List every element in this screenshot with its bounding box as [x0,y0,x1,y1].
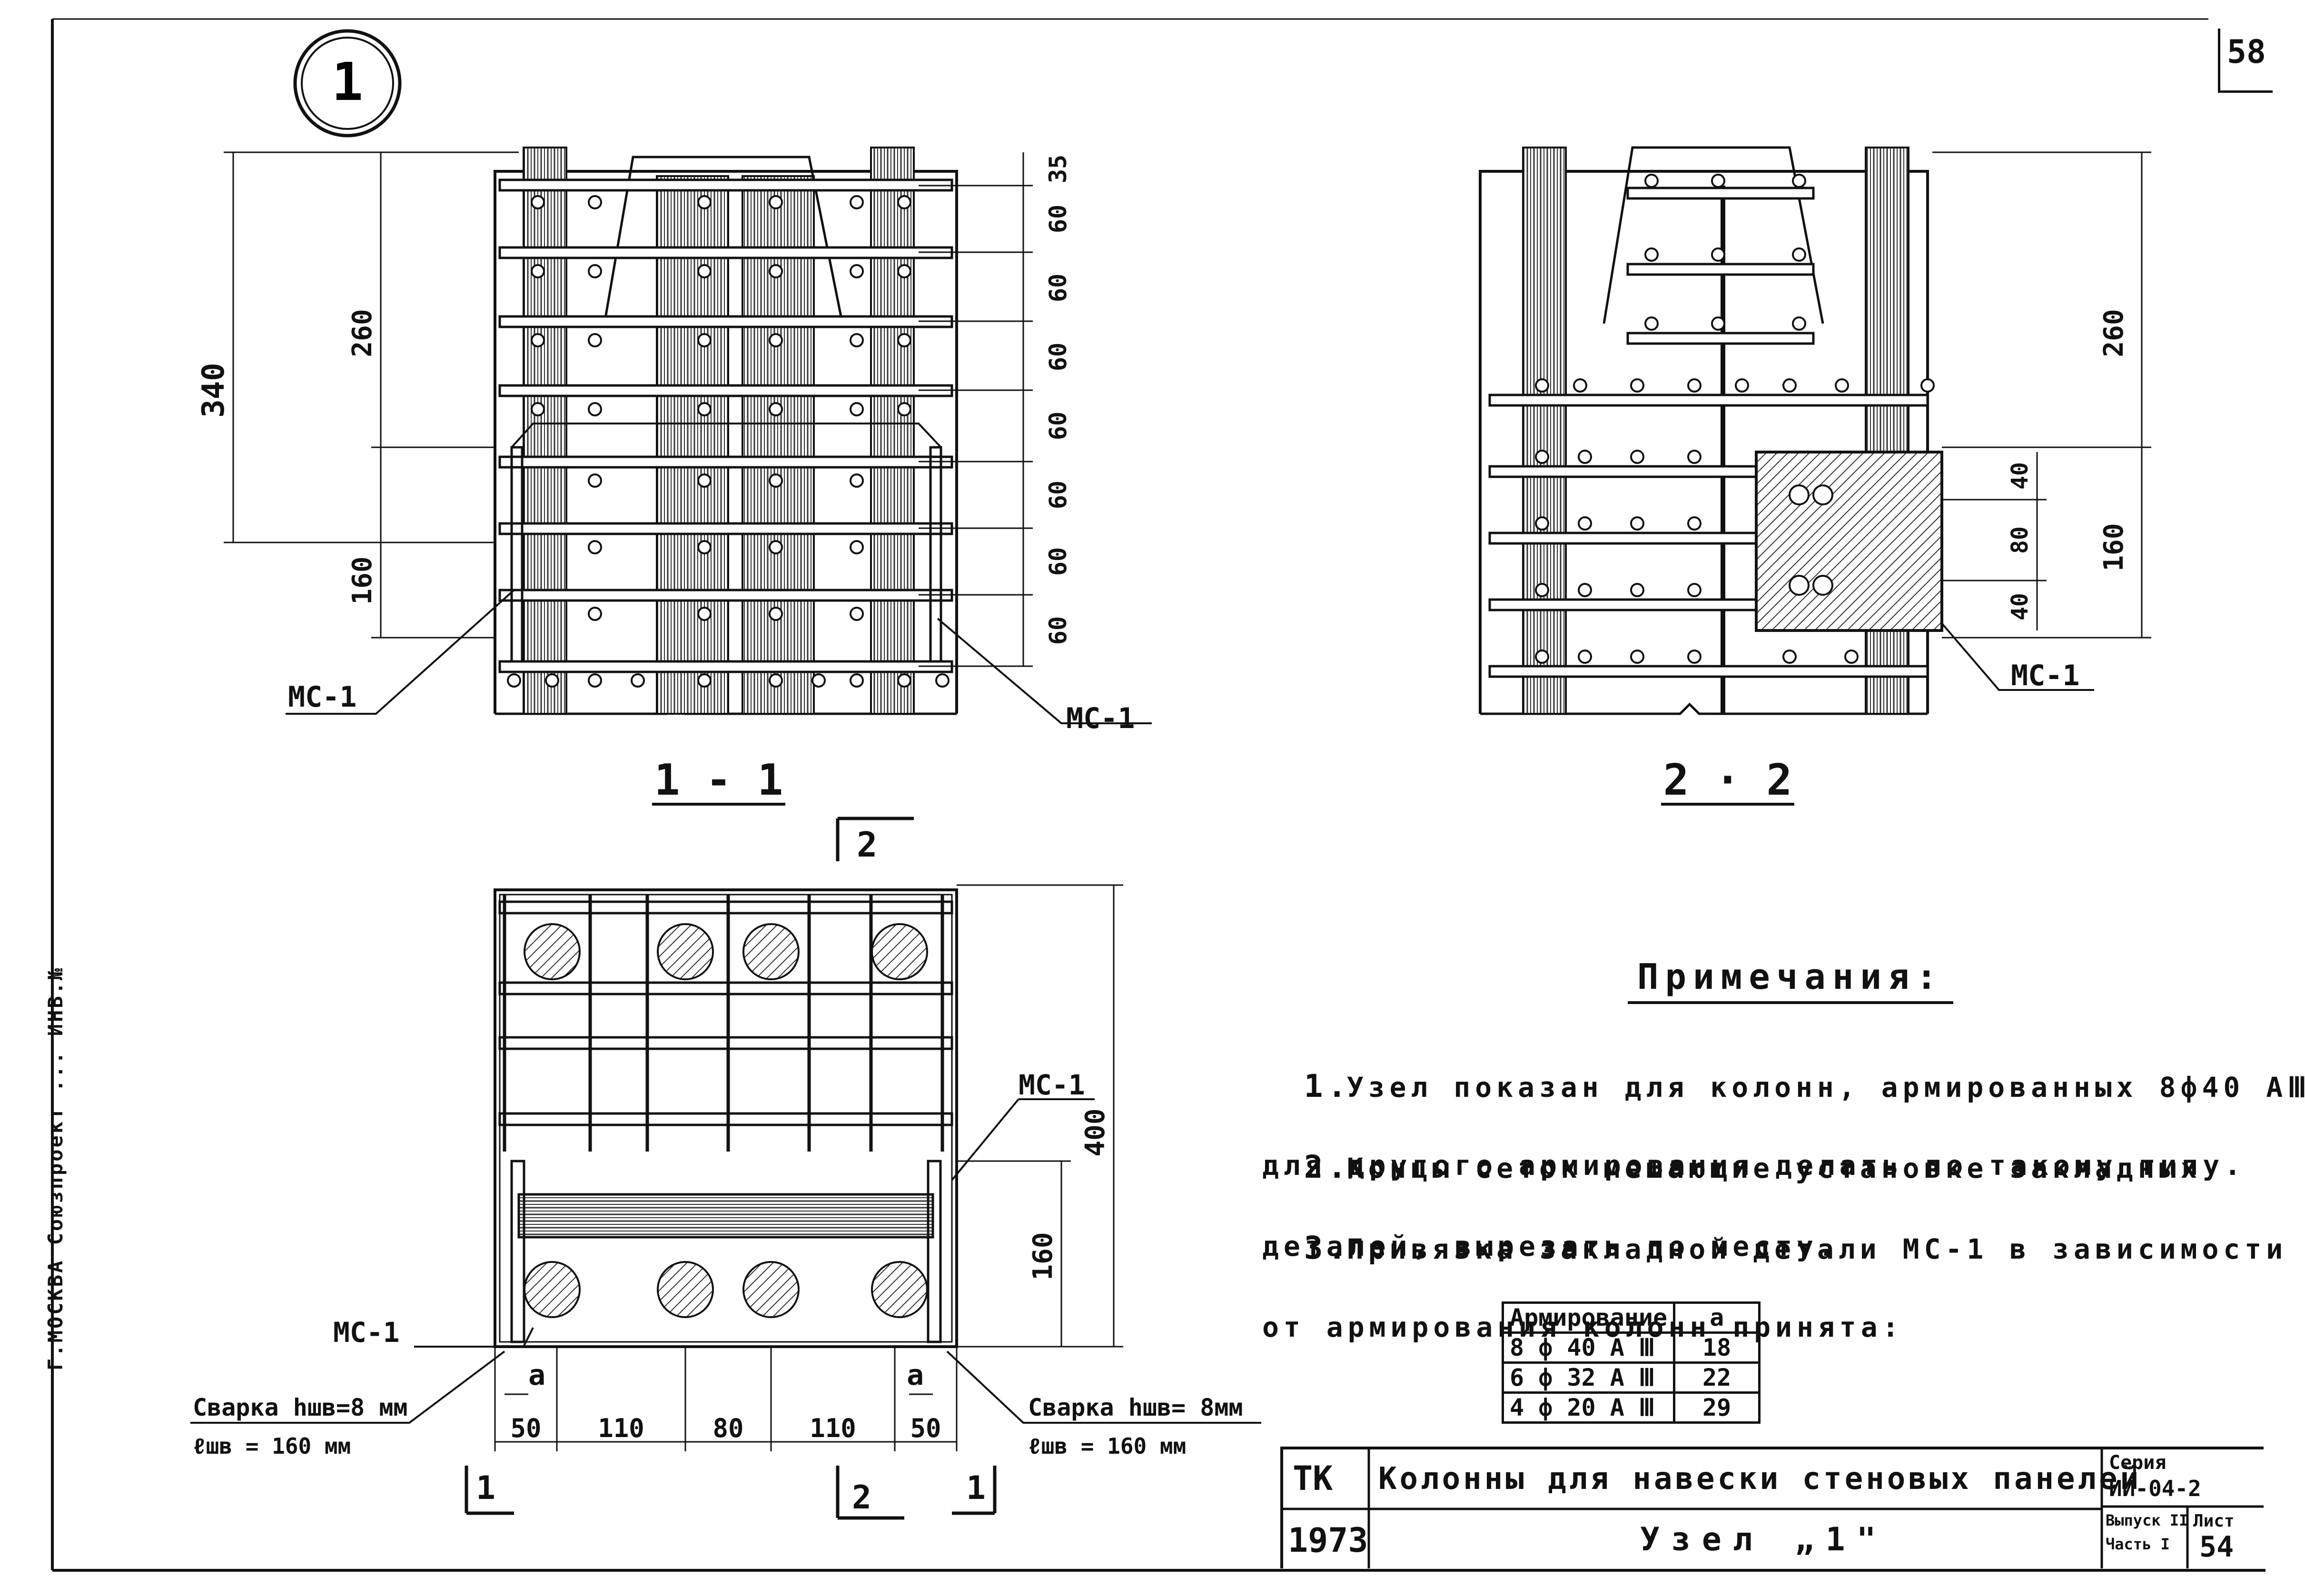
cut-mark-top: 2 [857,825,877,865]
callout-mc1-right: МС-1 [1066,702,1135,735]
dim-400: 400 [1080,1108,1111,1156]
dim-right-5: 60 [1044,481,1072,509]
tb-year: 1973 [1288,1521,1368,1560]
bottom-dim-4: 50 [910,1413,941,1443]
callout-mc1-plan-top: МС-1 [1019,1069,1085,1101]
sheet-frame [51,18,2265,1572]
dim-right-3: 60 [1044,343,1072,371]
section-1-1-label: 1 - 1 [654,755,783,805]
title-block: ТК 1973 Колонны для навески стеновых пан… [1280,1447,2264,1568]
tb-series-value: ИИ-04-2 [2109,1476,2201,1501]
bottom-dim-3: 110 [810,1413,856,1443]
note-3-line1: Привязка закладной детали МС-1 в зависим… [1346,1233,2288,1265]
section-1-1-dimensions [224,151,1033,667]
note-1-num: 1. [1304,1068,1352,1104]
node-marker: 1 [293,29,402,138]
weld-right-2: ℓшв = 160 мм [1028,1433,1186,1459]
a-right: a [907,1359,924,1392]
rebar-table-header: Армирование a [1501,1301,1761,1334]
dim-260: 260 [347,309,378,357]
rebar-cell: 8 ф 40 А Ⅲ [1501,1331,1676,1364]
rebar-cell: 4 ф 20 А Ⅲ [1501,1391,1676,1424]
notes-title: Примечания: [1628,956,1954,1004]
callout-mc1-plan-left: МС-1 [333,1316,400,1349]
note-1-line1: Узел показан для колонн, армированных 8ф… [1346,1071,2305,1103]
tb-code: ТК [1293,1459,1333,1498]
dim-260-s2: 260 [2098,309,2129,357]
tb-sheet-label: Лист [2193,1511,2235,1531]
dim-40-bottom: 40 [2007,593,2033,621]
note-2-num: 2. [1304,1149,1352,1185]
cut-mark-bottom-left: 1 [476,1469,495,1507]
table-row: 6 ф 32 А Ⅲ 22 [1501,1361,1761,1394]
section-1-1-texts: 340 260 160 35 60 60 60 60 60 60 60 МС-1… [196,155,1135,805]
section-2-2-label: 2 · 2 [1663,755,1792,805]
note-3-num: 3. [1304,1230,1352,1266]
vertical-bars [523,147,915,715]
dim-right-6: 60 [1044,547,1072,576]
note-2-line2: деталей, вырезать по месту. [1262,1230,1840,1262]
section-2-2-rebar-dots [1535,174,1935,664]
title-block-lines [1283,1449,2264,1568]
cut-mark-bottom-right: 1 [966,1469,986,1507]
callout-mc1-left: МС-1 [288,680,357,714]
dim-160-s2: 160 [2098,523,2129,571]
bottom-dim-1: 110 [598,1413,644,1443]
dim-right-2: 60 [1044,274,1072,302]
side-stamp: Г.МОСКВА Союзпроект ... ИНВ.№ [44,966,67,1370]
table-row: 4 ф 20 А Ⅲ 29 [1501,1391,1761,1424]
section-1-1 [224,147,1152,806]
bottom-dim-0: 50 [510,1413,541,1443]
rebar-cell: 29 [1673,1391,1761,1424]
tb-series-label: Серия [2109,1452,2167,1474]
rebar-cell: 22 [1673,1361,1761,1394]
note-1-line2: для другого армирования делать по такому… [1262,1149,2246,1182]
dim-right-7: 60 [1044,616,1072,645]
note-1: 1.Узел показан для колонн, армированных … [1218,1028,2305,1263]
note-2: 2.Концы сеток мешающие установке закладн… [1218,1109,2202,1344]
bottom-dim-2: 80 [712,1413,743,1443]
dim-right-1: 60 [1044,205,1072,233]
weld-left-1: Сварка hшв=8 мм [193,1394,408,1421]
a-left: a [528,1359,545,1392]
plan-texts: 2 400 160 МС-1 МС-1 a a 50 110 80 110 50… [193,825,1243,1517]
rebar-table: Армирование a 8 ф 40 А Ⅲ 18 6 ф 32 А Ⅲ 2… [1501,1301,1761,1424]
rebar-header-arm: Армирование [1501,1301,1676,1334]
tb-issue-label: Выпуск II [2106,1511,2188,1529]
rebar-header-a: a [1673,1301,1761,1334]
plan-view [190,817,1261,1520]
tb-part-label: Часть I [2106,1535,2170,1553]
section-1-1-rebar-dots [507,195,950,688]
tb-subtitle: Узел „1" [1640,1521,1888,1558]
dim-160: 160 [347,556,378,604]
sheet-number: 58 [2218,29,2273,93]
dim-160-plan: 160 [1028,1232,1059,1280]
horizontal-bars [498,178,953,673]
node-label: 1 [332,51,363,112]
cut-mark-bottom-mid: 2 [852,1479,871,1517]
weld-right-1: Сварка hшв= 8мм [1028,1394,1243,1421]
section-2-2-texts: 260 160 40 80 40 МС-1 2 · 2 [1663,309,2129,805]
table-row: 8 ф 40 А Ⅲ 18 [1501,1331,1761,1364]
rebar-cell: 6 ф 32 А Ⅲ [1501,1361,1676,1394]
dim-40-top: 40 [2007,462,2033,490]
tb-title: Колонны для навески стеновых панелей [1378,1461,2142,1497]
weld-left-2: ℓшв = 160 мм [193,1433,351,1459]
dim-80: 80 [2007,526,2033,554]
dim-right-0: 35 [1044,155,1072,183]
dim-340: 340 [196,363,231,418]
callout-mc1-s2: МС-1 [2011,659,2080,692]
rebar-cell: 18 [1673,1331,1761,1364]
section-2-2 [1479,146,2151,806]
tb-sheet-value: 54 [2199,1530,2234,1564]
dim-right-4: 60 [1044,412,1072,440]
note-2-line1: Концы сеток мешающие установке закладных [1346,1152,2202,1184]
